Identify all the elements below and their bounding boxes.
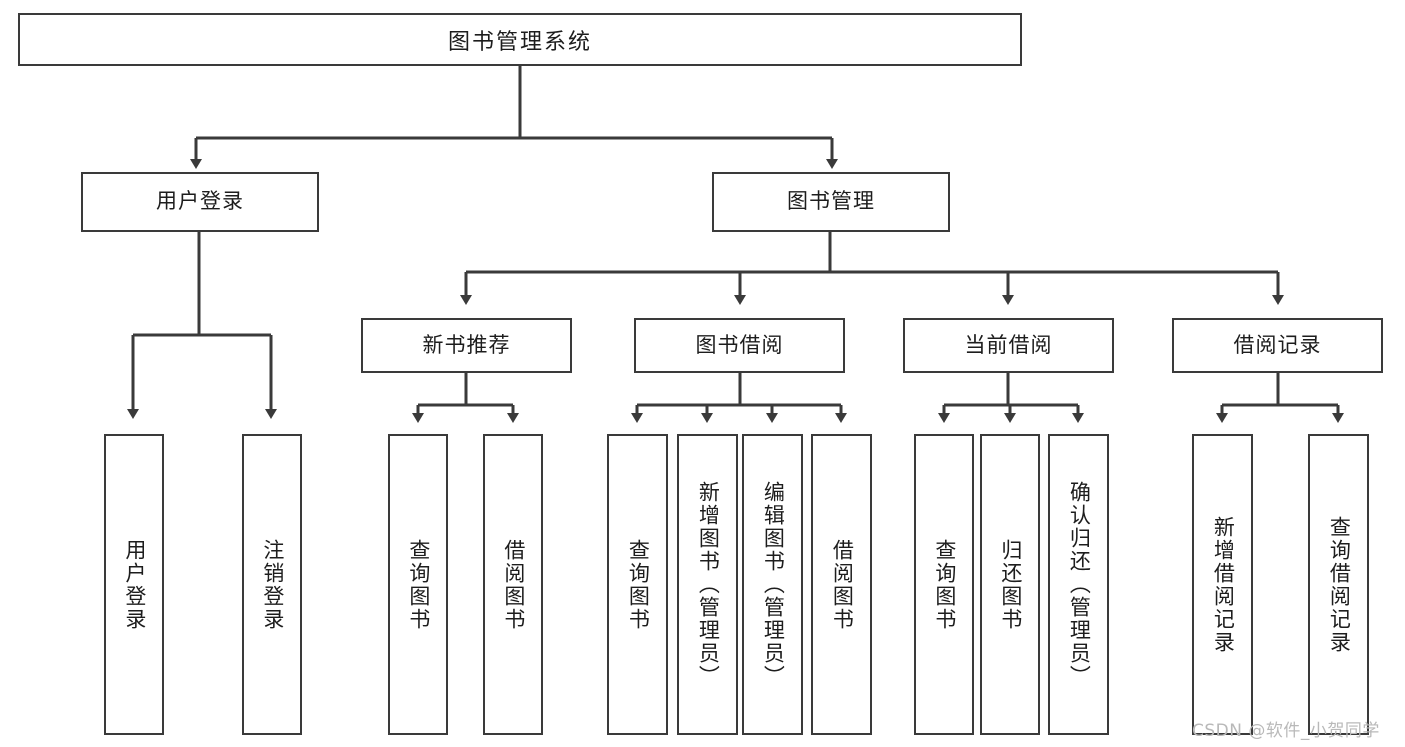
leaf-query-book-3[interactable]: 查询图书 <box>914 434 974 735</box>
leaf-logout-login[interactable]: 注销登录 <box>242 434 302 735</box>
node-user-login-label: 用户登录 <box>156 189 244 214</box>
leaf-add-book-label: 新增图书（管理员） <box>696 481 721 688</box>
leaf-return-book[interactable]: 归还图书 <box>980 434 1040 735</box>
node-book-management[interactable]: 图书管理 <box>712 172 950 232</box>
node-borrow-record-label: 借阅记录 <box>1233 332 1322 357</box>
leaf-return-book-label: 归还图书 <box>998 538 1023 631</box>
leaf-add-book[interactable]: 新增图书（管理员） <box>677 434 738 735</box>
leaf-borrow-book-2-label: 借阅图书 <box>830 538 855 631</box>
node-book-borrow-label: 图书借阅 <box>695 332 784 357</box>
leaf-edit-book[interactable]: 编辑图书（管理员） <box>742 434 803 735</box>
leaf-borrow-book-1-label: 借阅图书 <box>501 538 526 631</box>
leaf-add-borrow-record[interactable]: 新增借阅记录 <box>1192 434 1253 735</box>
leaf-query-book-2[interactable]: 查询图书 <box>607 434 668 735</box>
leaf-borrow-book-2[interactable]: 借阅图书 <box>811 434 872 735</box>
leaf-query-borrow-record[interactable]: 查询借阅记录 <box>1308 434 1369 735</box>
node-book-management-label: 图书管理 <box>787 189 875 214</box>
node-borrow-record[interactable]: 借阅记录 <box>1172 318 1383 373</box>
leaf-query-book-3-label: 查询图书 <box>932 538 957 631</box>
node-book-borrow[interactable]: 图书借阅 <box>634 318 845 373</box>
leaf-edit-book-label: 编辑图书（管理员） <box>761 481 786 688</box>
node-new-book-recommend[interactable]: 新书推荐 <box>361 318 572 373</box>
node-current-borrow-label: 当前借阅 <box>964 332 1053 357</box>
watermark: CSDN @软件_小贺同学 <box>1192 721 1380 741</box>
node-new-book-recommend-label: 新书推荐 <box>422 332 511 357</box>
leaf-confirm-return[interactable]: 确认归还（管理员） <box>1048 434 1109 735</box>
leaf-confirm-return-label: 确认归还（管理员） <box>1067 481 1092 688</box>
leaf-query-book-1-label: 查询图书 <box>406 538 431 631</box>
node-current-borrow[interactable]: 当前借阅 <box>903 318 1114 373</box>
leaf-query-book-1[interactable]: 查询图书 <box>388 434 448 735</box>
leaf-query-borrow-record-label: 查询借阅记录 <box>1327 515 1352 654</box>
node-root-label: 图书管理系统 <box>447 29 592 55</box>
leaf-add-borrow-record-label: 新增借阅记录 <box>1211 515 1236 654</box>
node-root[interactable]: 图书管理系统 <box>18 13 1022 66</box>
leaf-borrow-book-1[interactable]: 借阅图书 <box>483 434 543 735</box>
node-user-login[interactable]: 用户登录 <box>81 172 319 232</box>
leaf-user-login-label: 用户登录 <box>122 538 147 631</box>
leaf-user-login[interactable]: 用户登录 <box>104 434 164 735</box>
leaf-query-book-2-label: 查询图书 <box>626 538 651 631</box>
leaf-logout-login-label: 注销登录 <box>260 538 285 631</box>
